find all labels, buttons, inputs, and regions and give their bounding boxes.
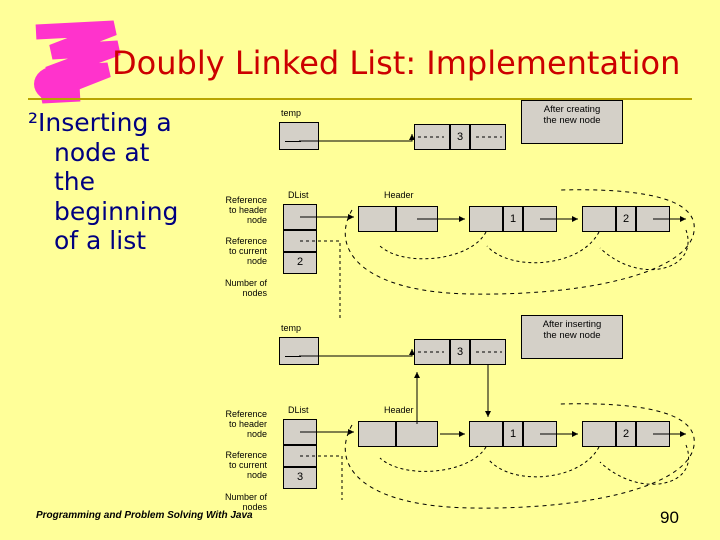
title-divider (28, 98, 692, 100)
new-node-value-top: 3 (456, 131, 464, 143)
new-node-prev-top (414, 124, 450, 150)
header-node-prev-top (358, 206, 396, 232)
bullet-line-1: node at (54, 137, 150, 167)
node1-prev-top (469, 206, 503, 232)
header-node-prev-bottom (358, 421, 396, 447)
node2-value-bottom: 2 (622, 428, 630, 440)
temp-box-bottom (279, 337, 319, 365)
dlist-header-ref-top (283, 204, 317, 230)
note-line-1: After inserting (542, 319, 602, 330)
label-line-2: to header (228, 419, 267, 430)
label-line-2: nodes (242, 288, 267, 299)
header-node-next-top (396, 206, 438, 232)
bullet-block: ²Inserting a node at the beginning of a … (28, 108, 238, 256)
bullet-line-3: beginning (54, 196, 179, 226)
note-line-1: After creating (543, 104, 601, 115)
label-line-2: to current (228, 460, 267, 471)
node2-value-top: 2 (622, 213, 630, 225)
new-node-prev-bottom (414, 339, 450, 365)
dlist-count-value-bottom: 3 (296, 471, 304, 483)
squiggle-logo (22, 18, 130, 106)
label-line-3: node (246, 215, 267, 226)
label-line-1: Number of (224, 278, 267, 288)
label-num-nodes-top: Number of nodes (205, 278, 267, 298)
temp-label-top: temp (281, 108, 302, 118)
label-line-1: Reference (225, 409, 267, 419)
new-node-data-top (450, 124, 470, 150)
bullet-line-0: Inserting a (38, 108, 172, 137)
temp-box-slot-line-top (285, 141, 301, 142)
bullet-line-2: the (54, 167, 96, 196)
dlist-header-ref-bottom (283, 419, 317, 445)
node2-next-bottom (636, 421, 670, 447)
note-line-2: the new node (543, 330, 601, 342)
node2-prev-bottom (582, 421, 616, 447)
label-ref-current-bottom: Reference to current node (205, 450, 267, 480)
node1-value-bottom: 1 (509, 428, 517, 440)
new-node-next-top (470, 124, 506, 150)
new-node-value-bottom: 3 (456, 346, 464, 358)
dlist-label-top: DList (288, 190, 309, 200)
note-after-inserting: After inserting the new node (521, 315, 623, 359)
header-node-next-bottom (396, 421, 438, 447)
node1-value-top: 1 (509, 213, 517, 225)
label-line-3: node (246, 429, 267, 440)
new-node-data-bottom (450, 339, 470, 365)
temp-box-slot-line-bottom (285, 356, 301, 357)
header-label-bottom: Header (384, 405, 414, 415)
bullet-line-4: of a list (54, 226, 147, 255)
label-line-3: node (246, 256, 267, 267)
node1-prev-bottom (469, 421, 503, 447)
dlist-current-ref-top (283, 230, 317, 252)
label-line-3: node (246, 470, 267, 481)
label-ref-current-top: Reference to current node (205, 236, 267, 266)
label-num-nodes-bottom: Number of nodes (205, 492, 267, 512)
dlist-current-ref-bottom (283, 445, 317, 467)
node1-next-bottom (523, 421, 557, 447)
label-line-2: nodes (242, 502, 267, 513)
note-line-2: the new node (543, 115, 601, 127)
label-line-1: Reference (225, 236, 267, 246)
label-line-2: to current (228, 246, 267, 257)
bullet-marker: ² (28, 108, 39, 137)
header-label-top: Header (384, 190, 414, 200)
node2-prev-top (582, 206, 616, 232)
new-node-next-bottom (470, 339, 506, 365)
temp-label-bottom: temp (281, 323, 302, 333)
label-ref-header-bottom: Reference to header node (205, 409, 267, 439)
label-line-2: to header (228, 205, 267, 216)
footer-text: Programming and Problem Solving With Jav… (36, 510, 253, 521)
label-line-1: Reference (225, 450, 267, 460)
page-title: Doubly Linked List: Implementation (112, 44, 681, 82)
note-after-creating: After creating the new node (521, 100, 623, 144)
node2-next-top (636, 206, 670, 232)
label-line-1: Reference (225, 195, 267, 205)
label-ref-header-top: Reference to header node (205, 195, 267, 225)
dlist-label-bottom: DList (288, 405, 309, 415)
node1-next-top (523, 206, 557, 232)
page-number: 90 (660, 508, 679, 527)
dlist-count-value-top: 2 (296, 256, 304, 268)
label-line-1: Number of (224, 492, 267, 502)
temp-box-top (279, 122, 319, 150)
